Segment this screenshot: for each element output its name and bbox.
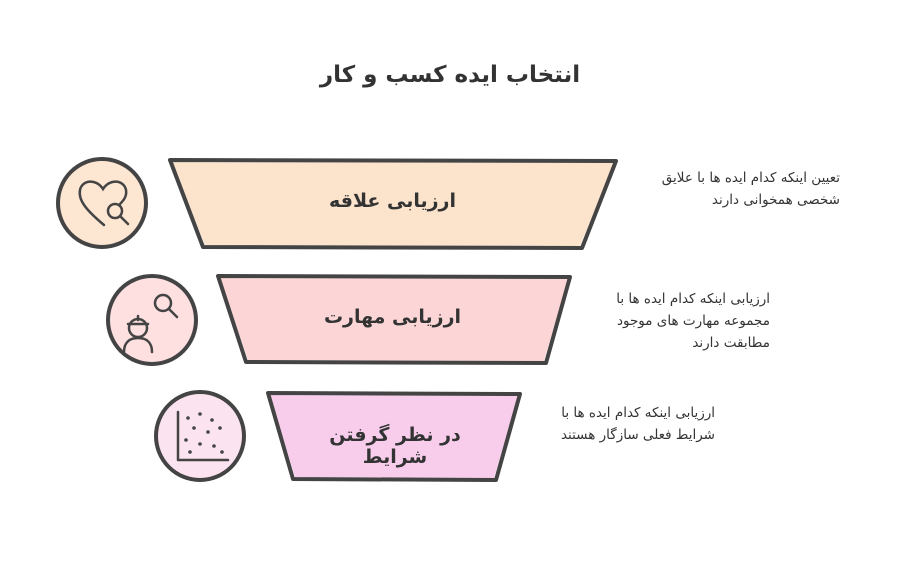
stage-3-description-line: ارزیابی اینکه کدام ایده ها با [561,405,715,421]
stage-1-description: تعیین اینکه کدام ایده ها با علایق شخصی ه… [600,167,840,211]
stage-3-label: در نظر گرفتن شرایط [329,424,461,468]
funnel-stage-1 [168,158,618,250]
stage-1-description-line: تعیین اینکه کدام ایده ها با علایق [661,170,840,186]
scatter-plot-icon [154,390,246,482]
stage-1-label: ارزیابی علاقه [329,190,456,212]
stage-2-description: ارزیابی اینکه کدام ایده ها با مجموعه مها… [560,288,770,354]
funnel-stage-3 [266,391,522,482]
stage-2-description-line: مطابقت دارند [692,335,770,351]
worker-search-icon [106,274,198,366]
stage-2-description-line: مجموعه مهارت های موجود [616,313,770,329]
funnel-stage-2 [216,274,572,365]
diagram-title: انتخاب ایده کسب و کار [319,62,581,88]
stage-1-description-line: شخصی همخوانی دارند [711,192,840,208]
stage-2-description-line: ارزیابی اینکه کدام ایده ها با [616,291,770,307]
stage-3-description: ارزیابی اینکه کدام ایده ها با شرایط فعلی… [510,402,715,446]
stage-3-description-line: شرایط فعلی سازگار هستند [560,427,715,443]
stage-2-label: ارزیابی مهارت [323,306,462,328]
heart-search-icon [56,157,148,249]
